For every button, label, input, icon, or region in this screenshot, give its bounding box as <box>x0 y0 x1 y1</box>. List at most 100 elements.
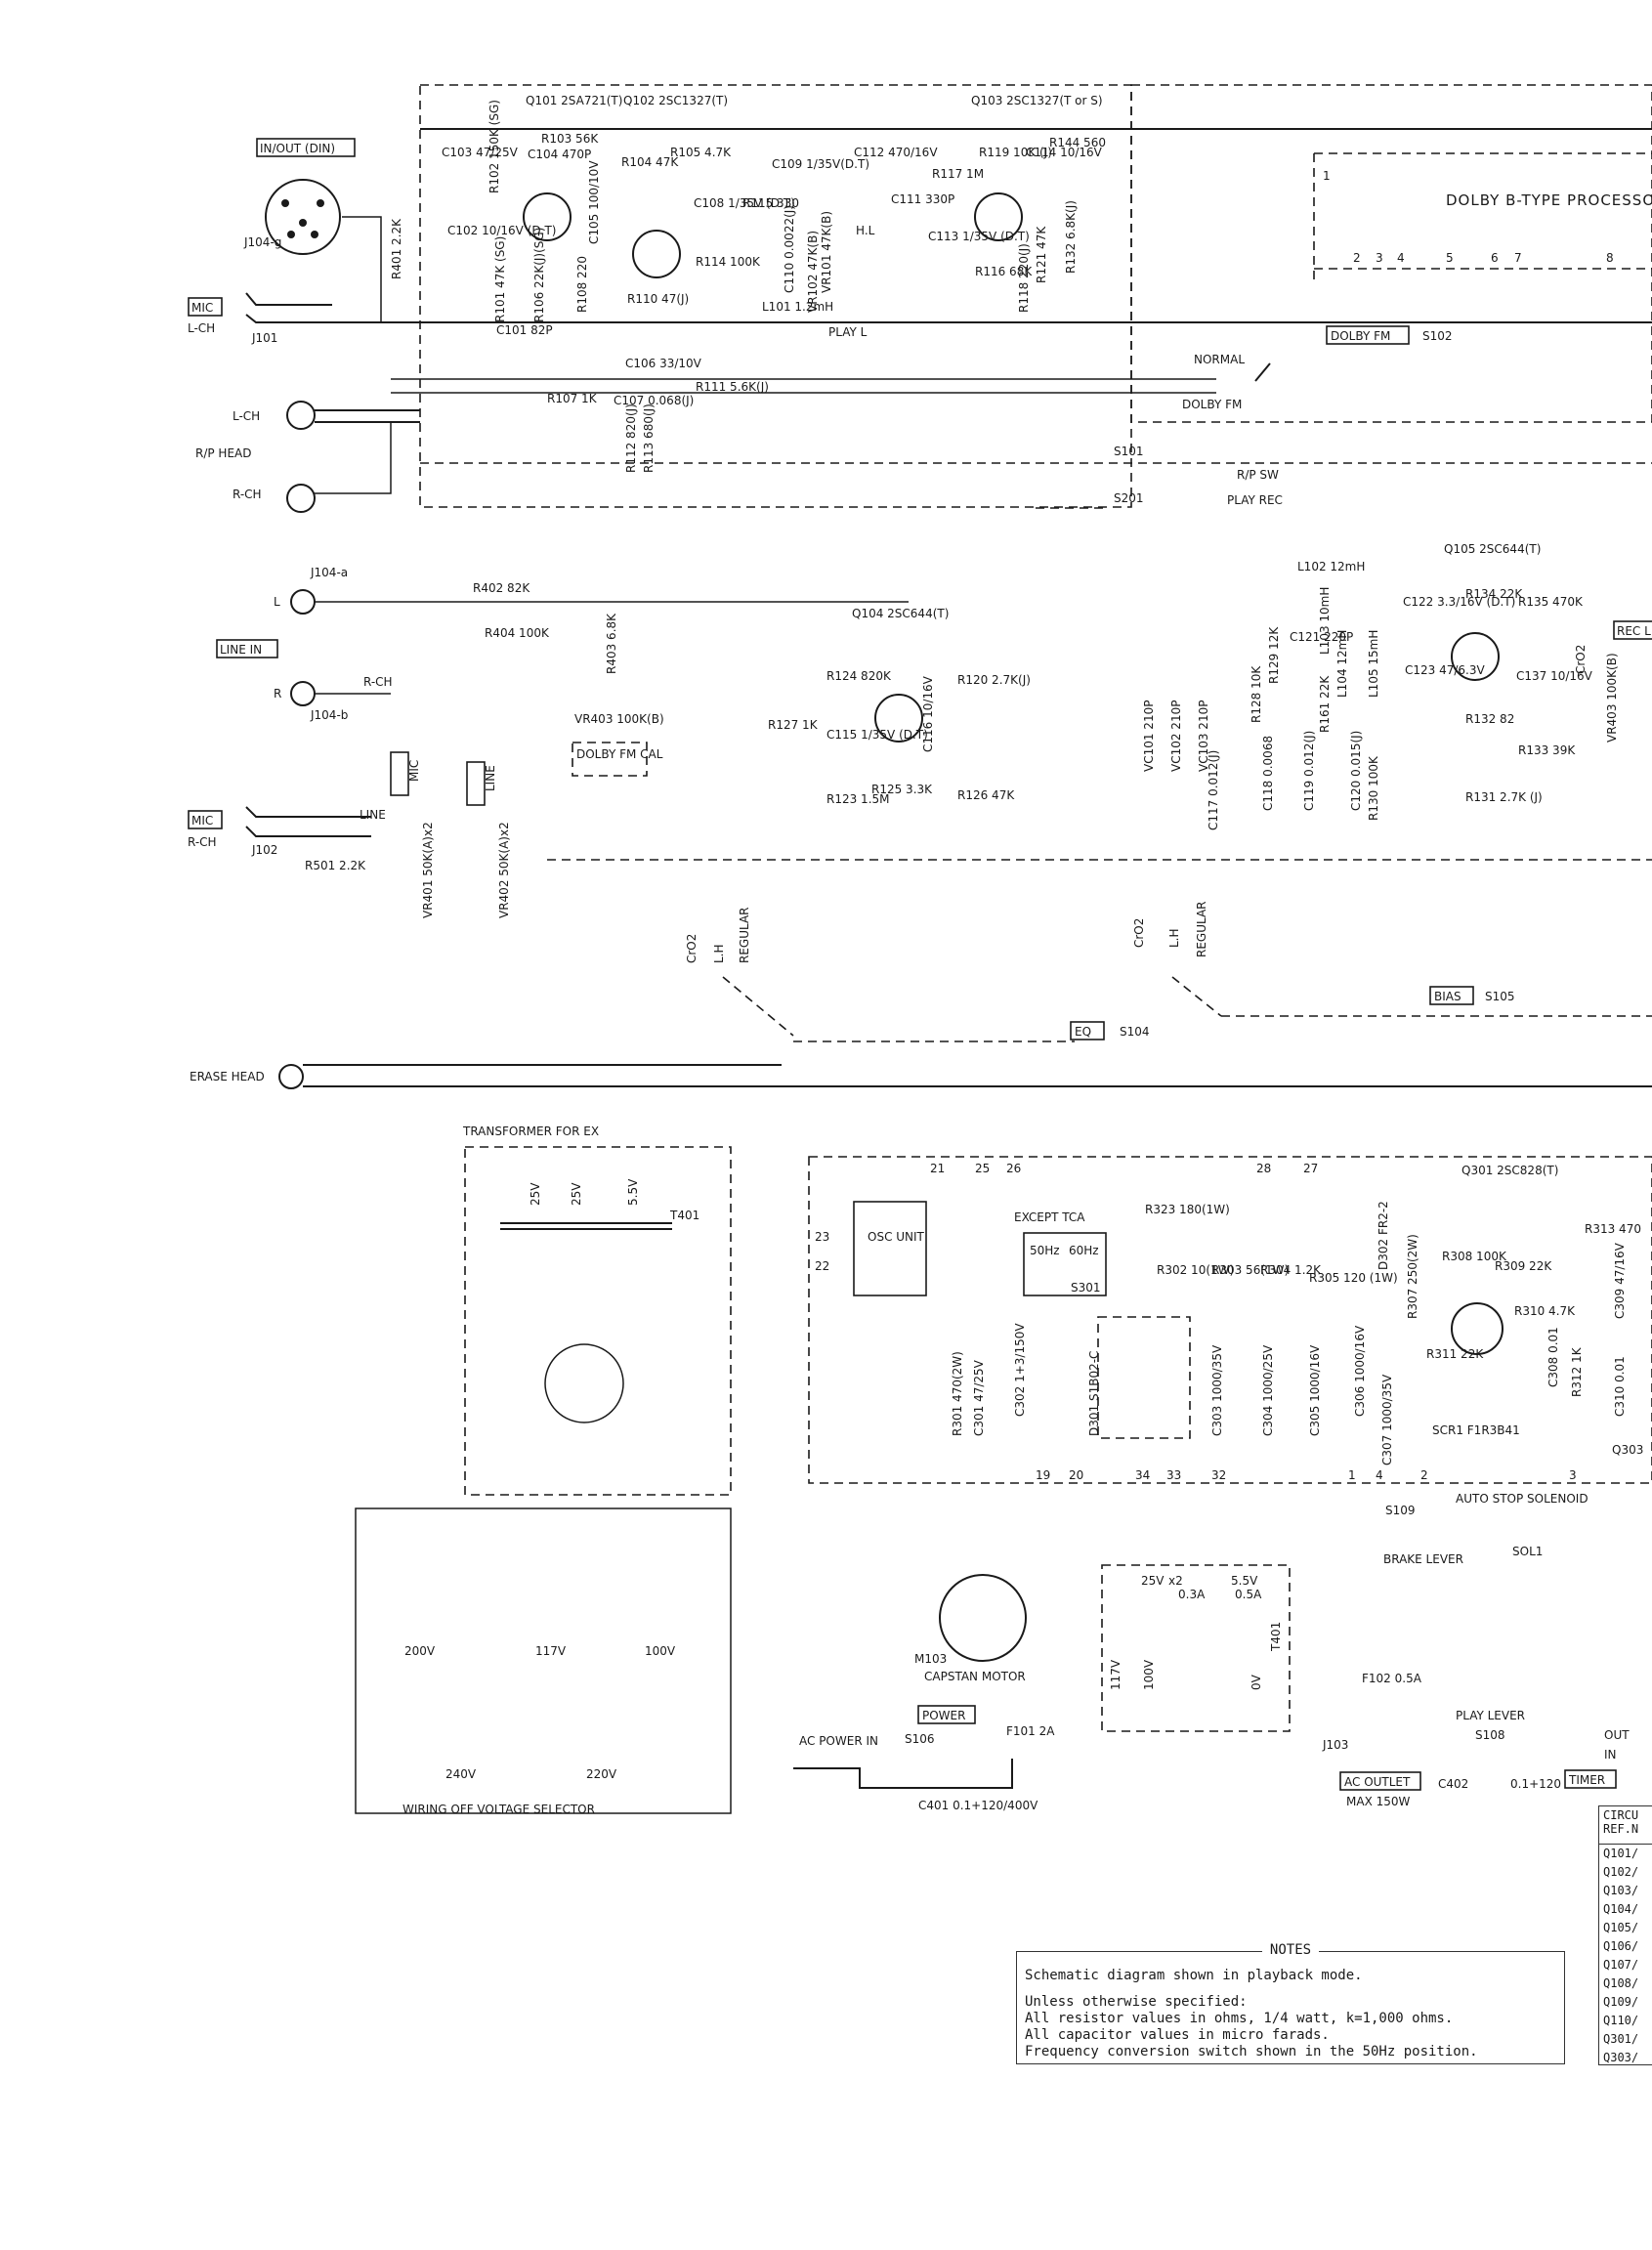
r116-label: R116 68K <box>975 265 1033 278</box>
ref-row: Q107/ <box>1603 1958 1639 1972</box>
transformer-for-ex <box>464 1146 732 1496</box>
svg-text:L.H: L.H <box>712 944 726 963</box>
l104-label: L104 12mH <box>1335 630 1349 698</box>
c302-label: C302 1+3/150V <box>1013 1323 1027 1417</box>
note-line-5: Frequency conversion switch shown in the… <box>1025 2044 1478 2059</box>
ref-row: Q110/ <box>1603 2014 1639 2027</box>
r121-label: R121 47K <box>1035 226 1048 283</box>
s106-label: S106 <box>905 1732 935 1746</box>
l105-label: L105 15mH <box>1367 630 1380 698</box>
r132a-label: R132 6.8K(J) <box>1064 200 1078 274</box>
c122-label: C122 3.3/16V (D.T) <box>1403 595 1515 609</box>
c310-label: C310 0.01 <box>1613 1356 1627 1417</box>
r123-label: R123 1.5M <box>826 792 890 806</box>
c110-label: C110 0.0022(J) <box>783 205 796 293</box>
dolby-title: DOLBY B-TYPE PROCESSOR <box>1446 191 1652 209</box>
r144-label: R144 560 <box>1049 136 1106 149</box>
q101-label: Q101 2SA721(T) <box>526 94 622 107</box>
mic-l-ch-label: L-CH <box>188 321 215 335</box>
mic-l-jack: MIC L-CH J101 <box>188 292 420 345</box>
out-label: OUT <box>1604 1728 1630 1742</box>
r133-label: R133 39K <box>1518 743 1576 757</box>
rp-head-label: R/P HEAD <box>195 446 252 460</box>
r323-label: R323 180(1W) <box>1145 1203 1230 1216</box>
rp-sw-label: R/P SW <box>1237 468 1279 482</box>
c123-label: C123 47/6.3V <box>1405 663 1485 677</box>
r106-label: R106 22K(J)(SG) <box>532 228 546 322</box>
svg-text:28: 28 <box>1256 1162 1271 1175</box>
j103-label: J103 <box>1322 1738 1348 1752</box>
sol1-label: SOL1 <box>1512 1545 1543 1558</box>
svg-text:2: 2 <box>1420 1468 1428 1482</box>
r128-label: R128 10K <box>1250 665 1263 723</box>
ref-row: Q102/ <box>1603 1865 1639 1879</box>
f101-label: F101 2A <box>1006 1724 1055 1738</box>
r308-label: R308 100K <box>1442 1250 1507 1263</box>
power-label: POWER <box>922 1709 965 1722</box>
svg-text:VR403 100K(B): VR403 100K(B) <box>1605 653 1619 743</box>
ref-row: Q108/ <box>1603 1976 1639 1990</box>
r111-label: R111 5.6K(J) <box>696 380 769 394</box>
svg-text:240V: 240V <box>445 1767 477 1781</box>
r112-label: R112 820(J) <box>624 403 638 473</box>
s301-label: S301 <box>1071 1281 1101 1295</box>
c307-label: C307 1000/35V <box>1380 1374 1394 1465</box>
osc-unit-label: OSC UNIT <box>868 1230 925 1244</box>
s101-label: S101 <box>1114 445 1144 458</box>
c306-label: C306 1000/16V <box>1353 1325 1367 1417</box>
r312-label: R312 1K <box>1570 1346 1584 1397</box>
svg-text:220V: 220V <box>586 1767 617 1781</box>
j104a-label: J104-a <box>310 566 348 579</box>
power-supply-enclosure <box>808 1156 1652 1484</box>
ref-row: Q301/ <box>1603 2032 1639 2046</box>
r101-label: R101 47K (SG) <box>493 236 507 322</box>
d302-label: D302 FR2-2 <box>1377 1201 1390 1270</box>
r310-label: R310 4.7K <box>1514 1304 1576 1318</box>
q102-label: Q102 2SC1327(T) <box>623 94 728 107</box>
capstan-motor: M103 CAPSTAN MOTOR <box>914 1574 1027 1683</box>
mic-r-ch-label: R-CH <box>188 835 217 849</box>
r307-label: R307 250(2W) <box>1406 1234 1419 1319</box>
q103-transistor: Q103 2SC1327(T or S) <box>971 94 1103 241</box>
c308-label: C308 0.01 <box>1546 1327 1560 1387</box>
q101-transistor: Q101 2SA721(T) <box>523 94 622 241</box>
c103-label: C103 47/25V <box>442 146 519 159</box>
ac-power-in-label: AC POWER IN <box>799 1734 878 1748</box>
transformer-ex-taps: 25V 25V 5.5V <box>529 1178 640 1206</box>
c304-label: C304 1000/25V <box>1261 1344 1275 1436</box>
svg-text:32: 32 <box>1211 1468 1226 1482</box>
c112-label: C112 470/16V <box>854 146 938 159</box>
play-rec-label: PLAY REC <box>1227 493 1283 507</box>
q303-label: Q303 <box>1612 1443 1643 1457</box>
r102-label: R102 150K (SG) <box>487 100 501 193</box>
ref-row: Q104/ <box>1603 1902 1639 1916</box>
svg-text:33: 33 <box>1166 1468 1181 1482</box>
rp-head: L-CH R/P HEAD R-CH <box>195 401 420 513</box>
vr402-label: VR402 50K(A)x2 <box>497 822 511 918</box>
l101-label: L101 1.2mH <box>762 300 833 314</box>
c101-label: C101 82P <box>496 323 553 337</box>
transformer-ex-title: TRANSFORMER FOR EX <box>462 1125 599 1138</box>
play-l-label: PLAY L <box>828 325 868 339</box>
r304-label: R304 1.2K <box>1260 1263 1322 1277</box>
bridge-rectifier <box>1097 1316 1191 1439</box>
main-transformer-taps: 25V x2 0.3A 5.5V 0.5A 117V 100V 0V T401 <box>1109 1574 1283 1690</box>
r120-label: R120 2.7K(J) <box>957 673 1031 687</box>
svg-text:x2: x2 <box>1168 1574 1183 1588</box>
preamp-enclosure <box>419 84 1132 508</box>
head-r-label: R-CH <box>233 488 262 501</box>
voltage-selector-title: WIRING OFF VOLTAGE SELECTOR <box>402 1803 595 1816</box>
ref-row: Q303/ <box>1603 2051 1639 2064</box>
c303-label: C303 1000/35V <box>1210 1344 1224 1436</box>
s102-label: S102 <box>1422 329 1453 343</box>
ref-row: Q106/ <box>1603 1939 1639 1953</box>
j102-label: J102 <box>251 843 277 857</box>
svg-text:20: 20 <box>1069 1468 1083 1482</box>
svg-text:T401: T401 <box>1269 1622 1283 1652</box>
c119-label: C119 0.012(J) <box>1302 731 1316 811</box>
r303-label: R303 56(1W) <box>1211 1263 1289 1277</box>
svg-text:7: 7 <box>1514 251 1522 265</box>
svg-text:L.H: L.H <box>1167 928 1181 948</box>
timer-label: TIMER <box>1568 1773 1605 1787</box>
